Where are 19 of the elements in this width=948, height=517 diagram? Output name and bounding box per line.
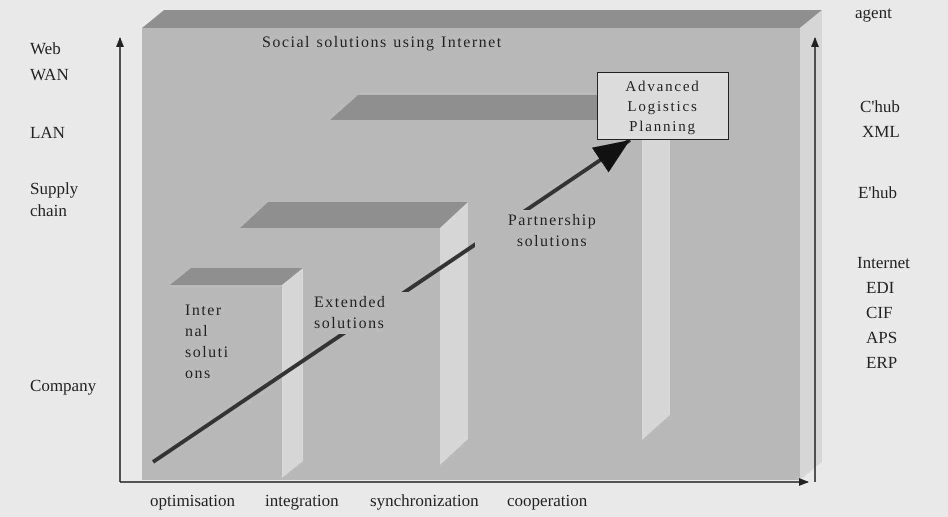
technology-label: EDI [866, 277, 894, 299]
axis-label: cooperation [507, 490, 588, 512]
technology-label: C'hub [860, 96, 900, 118]
axis-label: optimisation [150, 490, 235, 512]
technology-label: XML [862, 121, 900, 143]
axis-label: Supply chain [30, 178, 80, 222]
technology-label: Internet [857, 252, 910, 274]
axis-label: LAN [30, 122, 65, 144]
axis-label: Web [30, 38, 62, 60]
axis-label: integration [265, 490, 339, 512]
technology-label: ERP [866, 352, 898, 374]
callout-box: Advanced Logistics Planning [597, 72, 729, 140]
technology-label: APS [866, 327, 898, 349]
technology-label: CIF [866, 302, 892, 324]
axis-label: WAN [30, 64, 69, 86]
axis-label: synchronization [370, 490, 479, 512]
technology-label: E'hub [858, 182, 897, 204]
axis-label: Company [30, 375, 96, 397]
technology-label: agent [855, 2, 892, 24]
